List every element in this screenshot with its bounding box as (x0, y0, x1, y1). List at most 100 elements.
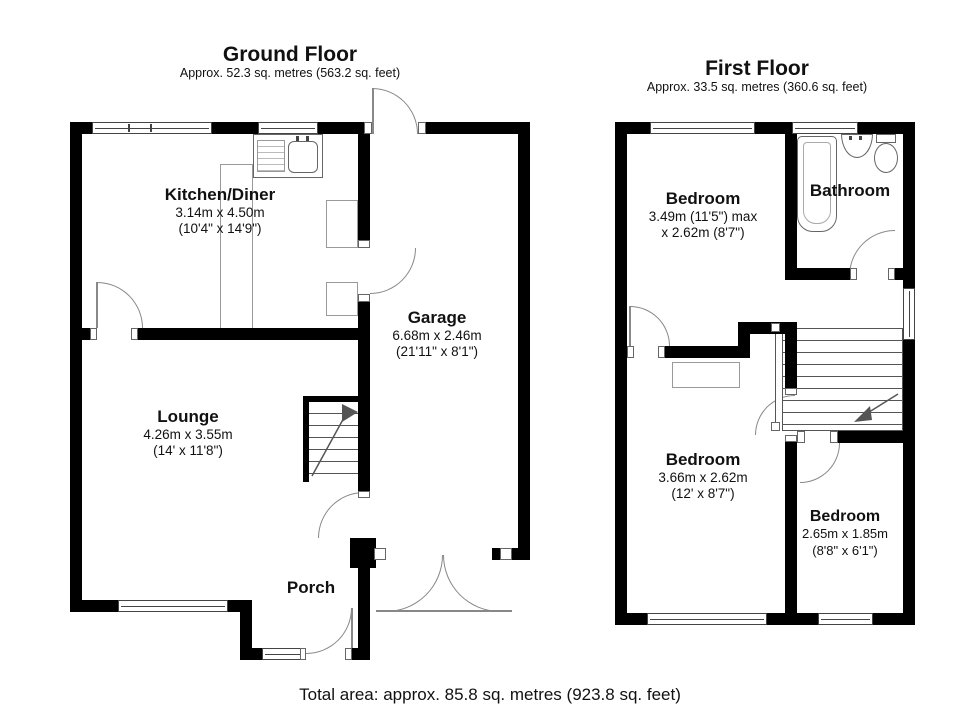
room-label-bedroom-middle: Bedroom 3.66m x 2.62m (12' x 8'7") (603, 450, 803, 503)
wall-segment (240, 600, 252, 660)
door-leaf (351, 608, 353, 654)
wall-segment (785, 134, 797, 280)
wall-segment (858, 122, 915, 134)
window (650, 122, 755, 134)
door-leaf (629, 306, 631, 346)
wall-segment (358, 134, 370, 248)
room-name: Bathroom (809, 181, 891, 200)
window-mullion (150, 124, 152, 132)
window (792, 122, 858, 134)
wall-segment (615, 122, 627, 625)
wall-segment (895, 268, 903, 280)
wall-segment (518, 134, 530, 548)
room-label-bedroom-small: Bedroom 2.65m x 1.85m (8'8" x 6'1") (775, 508, 915, 559)
first-floor-title: First Floor (705, 57, 809, 80)
room-dims-metric: 4.26m x 3.55m (143, 426, 233, 442)
room-name: Lounge (157, 407, 219, 426)
door-jamb (785, 388, 797, 395)
wall-segment (785, 268, 850, 280)
sink-tap (306, 136, 309, 141)
wall-segment (615, 122, 650, 134)
wall-segment (838, 431, 903, 443)
wall-segment (767, 613, 818, 625)
door-jamb (797, 431, 805, 443)
room-name: Bedroom (665, 189, 741, 208)
kitchen-counter (220, 164, 253, 340)
room-label-kitchen: Kitchen/Diner 3.14m x 4.50m (10'4" x 14'… (120, 185, 320, 238)
window (647, 613, 767, 625)
door-jamb (300, 648, 306, 660)
window (118, 600, 228, 612)
room-label-bathroom: Bathroom (790, 181, 910, 201)
room-name: Bedroom (809, 508, 881, 525)
wardrobe (672, 362, 740, 388)
first-floor-subtitle: Approx. 33.5 sq. metres (360.6 sq. feet) (646, 80, 868, 94)
wall-segment (358, 338, 370, 498)
room-dims-imperial: (10'4" x 14'9") (178, 221, 262, 237)
wall-segment (903, 340, 915, 625)
ground-floor-title: Ground Floor (222, 43, 358, 66)
door-leaf (96, 282, 98, 328)
door-jamb (888, 268, 895, 280)
room-label-bedroom-front: Bedroom 3.49m (11'5") max x 2.62m (8'7") (603, 189, 803, 242)
door-jamb (345, 648, 352, 660)
wall-segment (350, 538, 376, 568)
window (92, 122, 212, 134)
window (903, 288, 915, 340)
wall-segment (903, 134, 915, 288)
sink-tap (296, 136, 299, 141)
room-dims-imperial: (8'8" x 6'1") (812, 542, 878, 558)
door-jamb (358, 294, 370, 302)
door-jamb (90, 328, 97, 340)
door-jamb (500, 548, 512, 560)
garage-door-arc (443, 555, 500, 612)
door-jamb (358, 491, 370, 498)
door-jamb (374, 548, 386, 560)
room-dims-imperial: x 2.62m (8'7") (661, 225, 745, 241)
window (262, 648, 306, 660)
wall-segment (82, 328, 90, 340)
room-dims-imperial: (14' x 11'8") (153, 443, 223, 459)
door-jamb (131, 328, 138, 340)
door-arc (630, 306, 670, 346)
garage-door-arc (386, 555, 443, 612)
room-label-lounge: Lounge 4.26m x 3.55m (14' x 11'8") (88, 407, 288, 460)
toilet-bowl (874, 143, 898, 173)
door-jamb (785, 435, 797, 442)
room-name: Porch (286, 578, 336, 597)
door-arc (800, 443, 840, 483)
wall-segment (785, 334, 797, 395)
room-dims-metric: 3.66m x 2.62m (658, 469, 748, 485)
wall-segment (738, 322, 750, 358)
room-label-porch: Porch (261, 578, 361, 598)
wall-segment (785, 435, 797, 613)
basin-tap (849, 136, 852, 140)
wall-segment (70, 122, 92, 134)
wall-segment (138, 328, 358, 340)
wall-segment (212, 122, 258, 134)
ground-floor-subtitle: Approx. 52.3 sq. metres (563.2 sq. feet) (179, 66, 401, 80)
basin-tap (859, 136, 862, 140)
window (258, 122, 318, 134)
wall-segment (755, 122, 792, 134)
toilet-cistern (876, 134, 896, 143)
newel-post (771, 422, 780, 431)
door-arc (370, 248, 416, 294)
door-arc (318, 492, 364, 538)
window (818, 613, 873, 625)
door-jamb (364, 122, 372, 134)
wall-segment (358, 294, 370, 338)
newel-post (771, 323, 780, 332)
wall-segment (70, 600, 118, 612)
door-jamb (850, 268, 857, 280)
wall-segment (358, 568, 370, 660)
total-area-text: Total area: approx. 85.8 sq. metres (923… (299, 685, 681, 704)
wall-segment (873, 613, 915, 625)
door-arc (372, 88, 418, 134)
wall-segment (70, 122, 82, 612)
door-jamb (358, 240, 370, 248)
room-dims-metric: 3.14m x 4.50m (175, 204, 265, 220)
room-label-garage: Garage 6.68m x 2.46m (21'11" x 8'1") (357, 308, 517, 361)
sink-bowl (288, 141, 318, 173)
